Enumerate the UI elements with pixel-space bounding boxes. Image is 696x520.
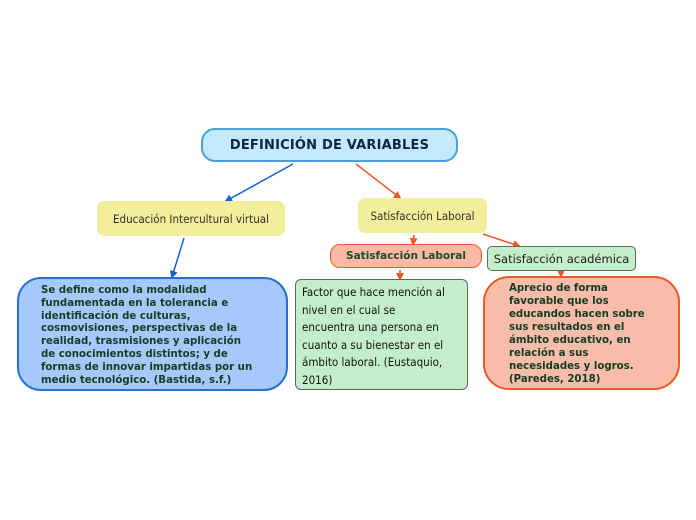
desc-line: sus resultados en el	[509, 322, 625, 333]
node-educacion-intercultural[interactable]: Educación Intercultural virtual	[97, 201, 285, 236]
desc-line: ámbito laboral. (Eustaquio,	[302, 355, 443, 369]
node-sub-satisfaccion-laboral[interactable]: Satisfacción Laboral	[330, 244, 482, 268]
node-label: Satisfacción Laboral	[346, 250, 466, 262]
link-satisfaccion-to-academica	[482, 233, 521, 248]
link-root-to-educacion	[224, 163, 294, 202]
desc-line: necesidades y logros.	[509, 361, 634, 372]
desc-line: Se define como la modalidad	[41, 285, 207, 296]
desc-line: fundamentada en la tolerancia e	[41, 297, 229, 309]
link-satisfaccion-to-laboral	[409, 234, 418, 246]
node-satisfaccion-academica[interactable]: Satisfacción académica	[487, 246, 636, 271]
desc-line: Factor que hace mención al	[302, 285, 445, 299]
desc-line: relación a sus	[509, 348, 589, 359]
desc-line: cuanto a su bienestar en el	[302, 337, 444, 352]
desc-line: encuentra una persona en	[302, 320, 439, 334]
desc-satisfaccion-laboral[interactable]: Factor que hace mención al nivel en el c…	[295, 279, 468, 390]
root-label: DEFINICIÓN DE VARIABLES	[229, 137, 430, 153]
desc-line: Aprecio de forma	[509, 283, 608, 294]
desc-line: de conocimientos distintos; y de	[41, 348, 228, 360]
desc-satisfaccion-academica[interactable]: Aprecio de forma favorable que los educa…	[483, 276, 680, 390]
desc-line: educandos hacen sobre	[509, 309, 645, 320]
node-satisfaccion-laboral[interactable]: Satisfacción Laboral	[358, 198, 487, 233]
desc-line: (Paredes, 2018)	[509, 374, 601, 385]
desc-line: 2016)	[302, 372, 333, 387]
desc-line: cosmovisiones, perspectivas de la	[41, 323, 238, 335]
link-educacion-to-desc	[169, 237, 185, 279]
desc-line: formas de innovar impartidas por un	[41, 361, 253, 373]
link-root-to-satisfaccion	[355, 163, 402, 200]
node-label: Satisfacción académica	[493, 251, 630, 266]
desc-educacion-intercultural[interactable]: Se define como la modalidad fundamentada…	[17, 277, 288, 391]
root-node[interactable]: DEFINICIÓN DE VARIABLES	[201, 128, 458, 162]
node-label: Satisfacción Laboral	[370, 208, 475, 223]
desc-line: ámbito educativo, en	[509, 335, 631, 346]
desc-line: nivel en el cual se	[302, 302, 396, 317]
desc-line: realidad, trasmisiones y aplicación	[41, 336, 241, 348]
node-label: Educación Intercultural virtual	[112, 211, 269, 226]
desc-line: medio tecnológico. (Bastida, s.f.)	[41, 374, 232, 386]
desc-line: identificación de culturas,	[41, 310, 191, 322]
desc-line: favorable que los	[509, 296, 609, 307]
